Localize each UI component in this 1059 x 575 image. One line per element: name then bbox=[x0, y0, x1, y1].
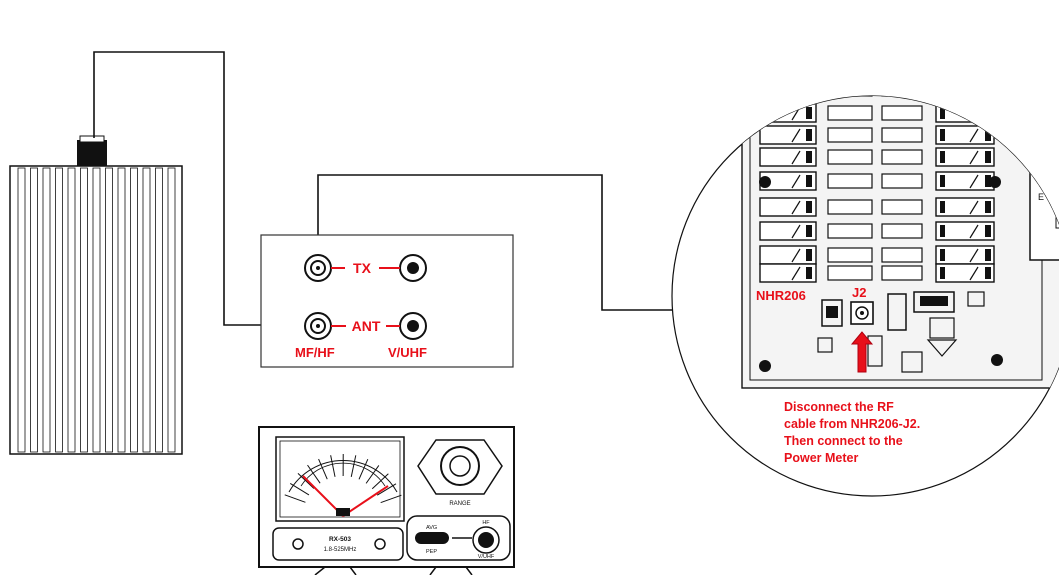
ant-connector-mf-hf[interactable] bbox=[304, 312, 332, 340]
v-uhf-label: V/UHF bbox=[388, 345, 427, 360]
heatsink-fin bbox=[142, 167, 151, 453]
cable-connector-block bbox=[77, 140, 107, 166]
heatsink-fin bbox=[155, 167, 163, 453]
mf-hf-label: MF/HF bbox=[295, 345, 335, 360]
capacitor bbox=[881, 199, 923, 215]
svg-text:E: E bbox=[1038, 192, 1044, 202]
model-label: RX-503 bbox=[329, 536, 351, 543]
hf-vuhf-connector[interactable]: HF V/UHF bbox=[472, 520, 500, 560]
capacitor bbox=[881, 223, 923, 239]
mounting-hole bbox=[759, 360, 771, 372]
relay bbox=[935, 221, 995, 241]
relay bbox=[935, 263, 995, 283]
dial-tick bbox=[318, 458, 328, 480]
relay bbox=[935, 147, 995, 167]
mounting-hole bbox=[989, 176, 1001, 188]
heatsink-fin bbox=[67, 167, 76, 453]
dial-arc-inner bbox=[300, 462, 386, 487]
tx-connector-left[interactable] bbox=[304, 254, 332, 282]
dial-scale bbox=[284, 453, 402, 504]
reflected-needle bbox=[342, 485, 389, 517]
dial-tick bbox=[358, 458, 369, 480]
relay bbox=[759, 197, 817, 217]
relay bbox=[935, 96, 995, 99]
capacitor bbox=[881, 247, 923, 263]
capacitor bbox=[881, 96, 923, 97]
heatsink-fin bbox=[30, 167, 38, 453]
relay bbox=[759, 96, 817, 99]
avg-label: AVG bbox=[426, 525, 437, 531]
antenna-cable bbox=[93, 51, 305, 326]
instruction-line-2: cable from NHR206-J2. bbox=[784, 417, 920, 431]
heatsink-fins bbox=[17, 167, 176, 453]
avg-pep-switch[interactable]: AVG PEP bbox=[415, 525, 449, 555]
heatsink-fin bbox=[42, 167, 51, 453]
power-meter: RANGE RX-503 1.8-525MHz AVG PEP HF V/UHF bbox=[258, 426, 515, 575]
capacitor bbox=[827, 105, 873, 121]
heatsink-fin bbox=[167, 167, 176, 453]
heatsink-fin bbox=[117, 167, 126, 453]
board-label: NHR206 bbox=[756, 288, 806, 303]
top-components bbox=[765, 22, 995, 56]
instruction-text: Disconnect the RF cable from NHR206-J2. … bbox=[784, 400, 920, 465]
relay bbox=[759, 263, 817, 283]
capacitor bbox=[827, 223, 873, 239]
dial-tick bbox=[284, 494, 306, 503]
dial-tick bbox=[371, 473, 389, 490]
switch-panel: TX ANT MF/HF V/UHF bbox=[260, 234, 514, 368]
heatsink-fin bbox=[92, 167, 101, 453]
instruction-line-4: Power Meter bbox=[784, 451, 858, 465]
dial-tick bbox=[365, 465, 380, 484]
mounting-hole bbox=[759, 176, 771, 188]
bottom-components bbox=[817, 291, 985, 373]
heatsink-fin bbox=[55, 167, 63, 453]
capacitor bbox=[827, 265, 873, 281]
freq-label: 1.8-525MHz bbox=[324, 547, 357, 553]
range-label: RANGE bbox=[449, 501, 470, 507]
capacitor bbox=[827, 247, 873, 263]
red-arrow-icon bbox=[850, 331, 874, 373]
capacitor bbox=[881, 127, 923, 143]
instruction-line-1: Disconnect the RF bbox=[784, 400, 894, 414]
dial-tick bbox=[330, 455, 336, 477]
dial-tick bbox=[380, 494, 402, 504]
heatsink-fin bbox=[17, 167, 26, 453]
heatsink-fin bbox=[80, 167, 88, 453]
hf-label: HF bbox=[482, 520, 490, 526]
connector-label: J2 bbox=[852, 285, 866, 300]
dial-tick bbox=[297, 473, 315, 489]
mounting-hole bbox=[991, 354, 1003, 366]
vuhf-label: V/UHF bbox=[478, 554, 495, 560]
dial-arc bbox=[288, 459, 398, 493]
capacitor bbox=[827, 127, 873, 143]
capacitor bbox=[881, 265, 923, 281]
ant-label: ANT bbox=[352, 318, 381, 334]
ant-connector-v-uhf[interactable] bbox=[399, 312, 427, 340]
capacitor bbox=[881, 149, 923, 165]
relay bbox=[759, 147, 817, 167]
antenna-tuner-unit bbox=[9, 135, 183, 455]
relay bbox=[759, 125, 817, 145]
capacitor bbox=[827, 149, 873, 165]
dial-tick bbox=[307, 464, 321, 484]
capacitor bbox=[881, 105, 923, 121]
heatsink-fin bbox=[130, 167, 138, 453]
capacitor bbox=[827, 173, 873, 189]
range-knob[interactable]: RANGE bbox=[417, 439, 503, 507]
pep-label: PEP bbox=[426, 549, 437, 555]
j2-connector[interactable] bbox=[850, 301, 874, 325]
dial-tick bbox=[350, 455, 357, 477]
instruction-line-3: Then connect to the bbox=[784, 434, 903, 448]
tx-label: TX bbox=[353, 260, 372, 276]
relay bbox=[759, 221, 817, 241]
relay bbox=[935, 197, 995, 217]
zoomed-board-view: E bbox=[671, 22, 1059, 497]
capacitor bbox=[827, 199, 873, 215]
capacitor bbox=[881, 173, 923, 189]
tx-connector-right[interactable] bbox=[399, 254, 427, 282]
heatsink-fin bbox=[105, 167, 113, 453]
capacitor bbox=[827, 96, 873, 97]
